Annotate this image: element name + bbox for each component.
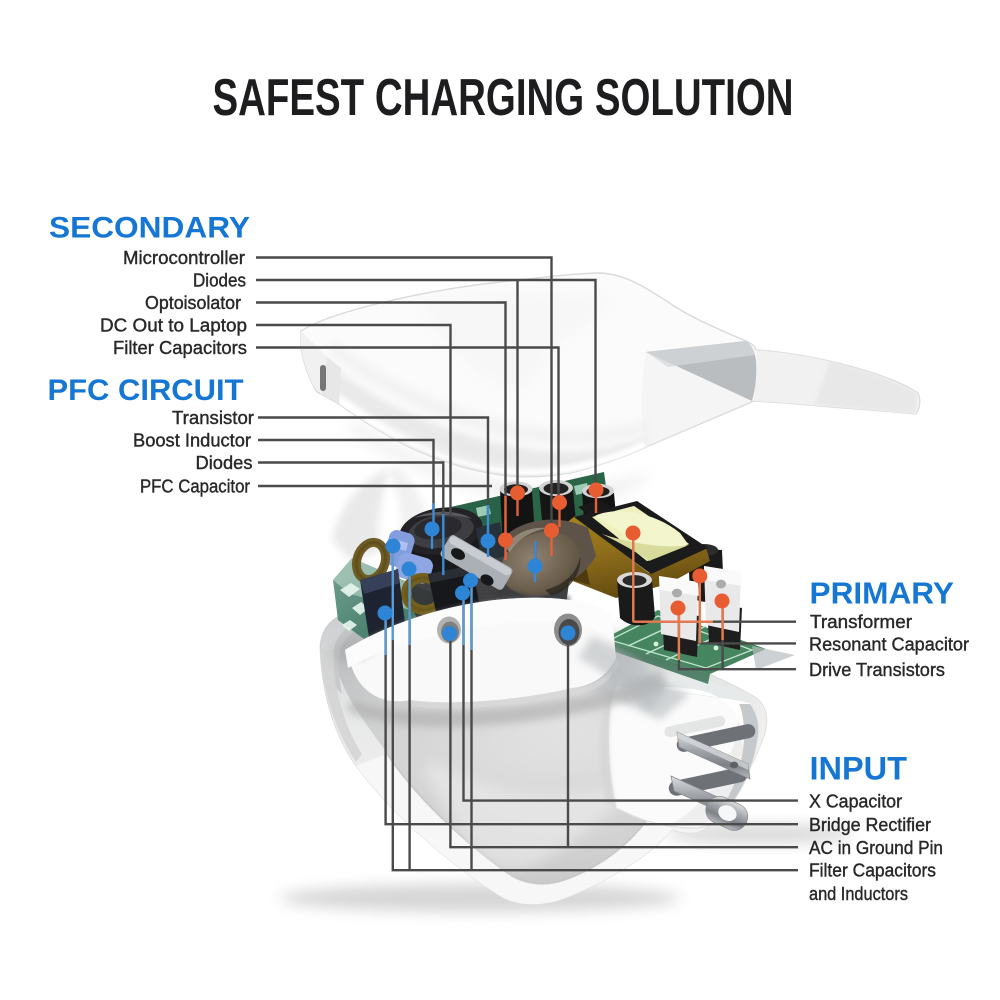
svg-text:Filter Capacitors: Filter Capacitors	[809, 860, 936, 881]
svg-text:Drive Transistors: Drive Transistors	[809, 659, 945, 680]
svg-text:Diodes: Diodes	[196, 452, 253, 473]
svg-text:Transformer: Transformer	[810, 611, 912, 632]
svg-text:Transistor: Transistor	[172, 407, 254, 428]
svg-text:and Inductors: and Inductors	[809, 883, 908, 904]
svg-text:DC Out to Laptop: DC Out to Laptop	[100, 315, 247, 336]
svg-text:Filter Capacitors: Filter Capacitors	[113, 337, 247, 358]
svg-text:PRIMARY: PRIMARY	[810, 576, 955, 611]
svg-text:INPUT: INPUT	[810, 751, 908, 787]
svg-text:Optoisolator: Optoisolator	[145, 292, 241, 313]
svg-text:Boost Inductor: Boost Inductor	[133, 430, 251, 451]
svg-text:AC in Ground Pin: AC in Ground Pin	[809, 837, 943, 858]
svg-text:SECONDARY: SECONDARY	[49, 212, 250, 245]
svg-text:Diodes: Diodes	[193, 270, 246, 291]
svg-text:PFC CIRCUIT: PFC CIRCUIT	[48, 374, 244, 407]
svg-text:X Capacitor: X Capacitor	[809, 791, 902, 812]
svg-text:SAFEST CHARGING SOLUTION: SAFEST CHARGING SOLUTION	[213, 69, 794, 127]
svg-text:PFC Capacitor: PFC Capacitor	[140, 476, 250, 497]
svg-text:Microcontroller: Microcontroller	[123, 247, 245, 268]
svg-text:Bridge Rectifier: Bridge Rectifier	[809, 814, 931, 835]
svg-text:Resonant Capacitor: Resonant Capacitor	[809, 634, 969, 655]
